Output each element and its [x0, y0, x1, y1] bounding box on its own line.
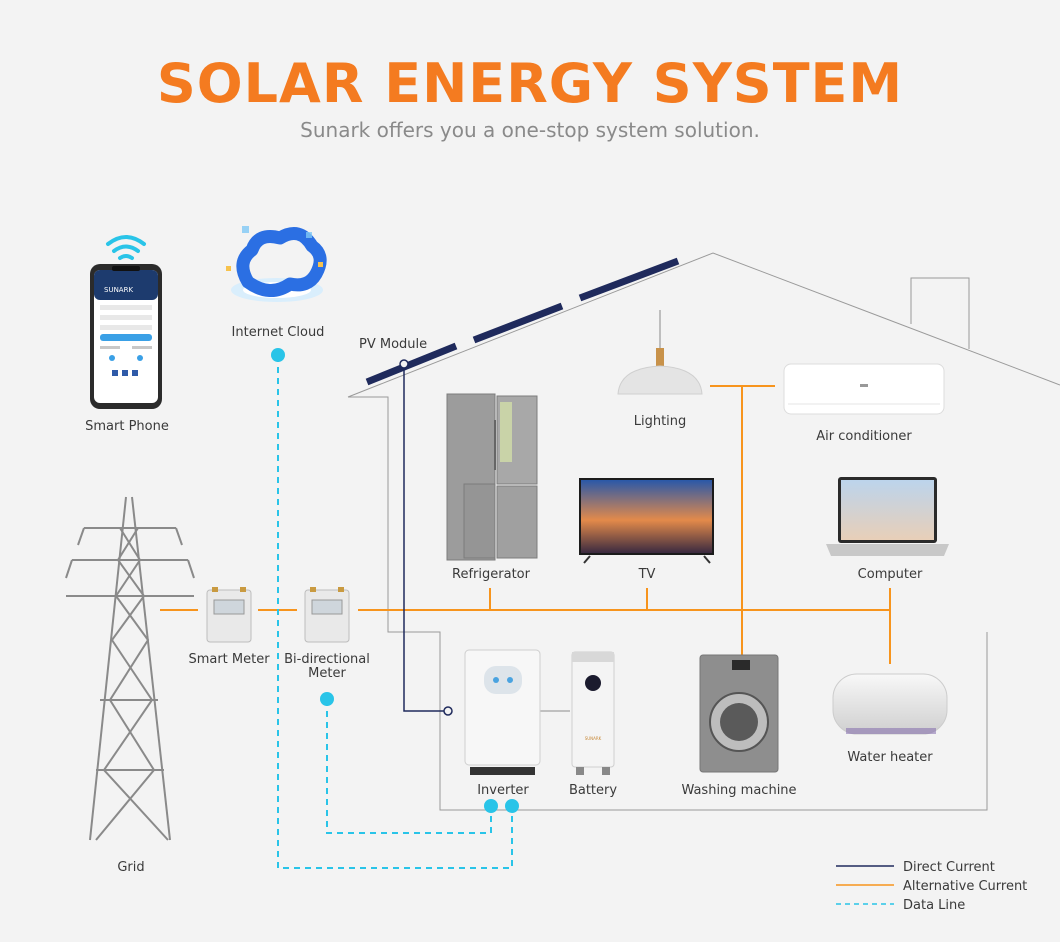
legend-ac-label: Alternative Current: [903, 879, 1027, 894]
bidirectional-meter-label-2: Meter: [308, 666, 346, 681]
bidirectional-meter-icon: [304, 587, 350, 643]
data-nodes: [271, 348, 519, 813]
internet-cloud-icon: [226, 226, 327, 302]
data-lines: [277, 356, 513, 869]
legend-data-label: Data Line: [903, 898, 965, 913]
refrigerator-label: Refrigerator: [452, 567, 531, 582]
grid-tower-icon: [65, 496, 195, 841]
page-subtitle: Sunark offers you a one-stop system solu…: [300, 118, 760, 142]
tv-label: TV: [638, 567, 656, 582]
internet-cloud-label: Internet Cloud: [232, 325, 325, 340]
computer-icon: [826, 477, 949, 556]
grid-label: Grid: [117, 860, 144, 875]
bidirectional-meter-label-1: Bi-directional: [284, 652, 370, 667]
smart-meter-icon: [206, 587, 252, 643]
tv-icon: [579, 478, 714, 564]
meter-data-node: [320, 692, 334, 706]
page-title: SOLAR ENERGY SYSTEM: [156, 52, 904, 115]
water-heater-icon: [832, 673, 948, 735]
battery-icon: SUNARK: [571, 651, 615, 775]
inverter-icon: [464, 649, 541, 775]
wifi-icon: [106, 235, 146, 260]
ac-lines: [160, 385, 891, 664]
washing-machine-icon: [699, 654, 779, 773]
smart-phone-label: Smart Phone: [85, 419, 169, 434]
lighting-label: Lighting: [634, 414, 687, 429]
washing-machine-label: Washing machine: [681, 783, 796, 798]
legend-dc-label: Direct Current: [903, 860, 995, 875]
inverter-data-node-2: [505, 799, 519, 813]
smart-meter-label: Smart Meter: [188, 652, 270, 667]
svg-text:SUNARK: SUNARK: [104, 286, 133, 294]
cloud-data-node: [271, 348, 285, 362]
svg-text:SUNARK: SUNARK: [585, 736, 602, 741]
legend: Direct Current Alternative Current Data …: [836, 860, 1027, 913]
refrigerator-icon: [446, 393, 538, 561]
dc-line: [399, 359, 453, 716]
lighting-icon: [617, 310, 703, 395]
air-conditioner-icon: [783, 363, 945, 415]
inverter-data-node-1: [484, 799, 498, 813]
smart-phone-icon: SUNARK: [90, 235, 162, 409]
battery-label: Battery: [569, 783, 617, 798]
inverter-label: Inverter: [477, 783, 529, 798]
water-heater-label: Water heater: [847, 750, 933, 765]
pv-module-label: PV Module: [359, 337, 427, 352]
house-outline: [347, 252, 1060, 811]
air-conditioner-label: Air conditioner: [816, 429, 912, 444]
computer-label: Computer: [858, 567, 923, 582]
pv-module-panels: [365, 257, 680, 386]
